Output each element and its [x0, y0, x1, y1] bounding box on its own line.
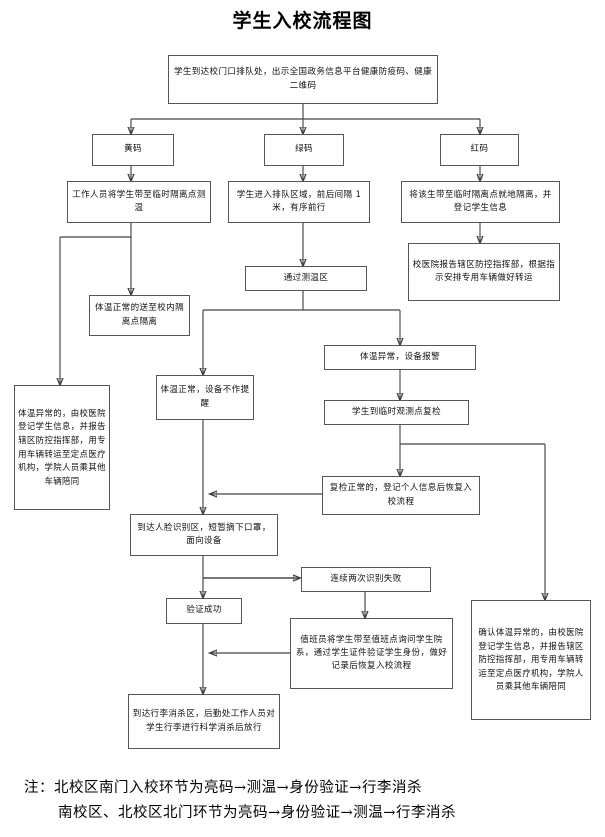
node-yellow-abnormal: 体温异常的，由校医院登记学生信息，并报告辖区防控指挥部，用专用车辆转运至定点医疗…	[14, 385, 110, 510]
node-start: 学生到达校门口排队处，出示全国政务信息平台健康防疫码、健康二维码	[168, 55, 438, 104]
node-yellow-action: 工作人员将学生带至临时隔离点测温	[67, 181, 211, 223]
node-red-report: 校医院报告辖区防控指挥部，根据指示安排专用车辆做好转运	[408, 243, 560, 301]
node-duty-staff: 值班员将学生带至值班点询问学生院系，通过学生证件验证学生身份，做好记录后恢复入校…	[290, 618, 453, 689]
node-red-action: 将该生带至临时隔离点就地隔离，并登记学生信息	[401, 181, 560, 223]
node-recheck-normal: 复检正常的，登记个人信息后恢复入校流程	[322, 476, 480, 515]
node-recheck: 学生到临时观测点复检	[324, 400, 469, 425]
node-pass-temp-zone: 通过测温区	[245, 266, 367, 291]
footer-note: 注：北校区南门入校环节为亮码→测温→身份验证→行李消杀 南校区、北校区北门环节为…	[24, 776, 594, 827]
node-red-code: 红码	[440, 134, 519, 166]
node-recheck-abnormal: 确认体温异常的，由校医院登记学生信息，并报告辖区防控指挥部，用专用车辆转运至定点…	[471, 600, 591, 720]
node-face-area: 到达人脸识别区，短暂摘下口罩，面向设备	[130, 514, 278, 556]
node-verify-ok: 验证成功	[166, 598, 242, 624]
page-title: 学生入校流程图	[232, 10, 373, 32]
node-luggage: 到达行李消杀区，后勤处工作人员对学生行李进行科学消杀后放行	[128, 694, 280, 749]
footer-note-line2: 南校区、北校区北门环节为亮码→身份验证→测温→行李消杀	[58, 805, 456, 822]
node-green-code: 绿码	[264, 134, 344, 166]
node-yellow-code: 黄码	[92, 134, 174, 166]
node-green-action: 学生进入排队区域，前后间隔 1 米，有序前行	[228, 181, 370, 223]
node-yellow-normal: 体温正常的送至校内隔离点隔离	[89, 295, 190, 336]
node-temp-normal: 体温正常，设备不作提醒	[156, 375, 254, 420]
node-temp-abnormal: 体温异常，设备报警	[324, 345, 476, 370]
footer-note-line1: 注：北校区南门入校环节为亮码→测温→身份验证→行李消杀	[24, 780, 422, 796]
node-fail-twice: 连续两次识别失败	[301, 567, 431, 592]
